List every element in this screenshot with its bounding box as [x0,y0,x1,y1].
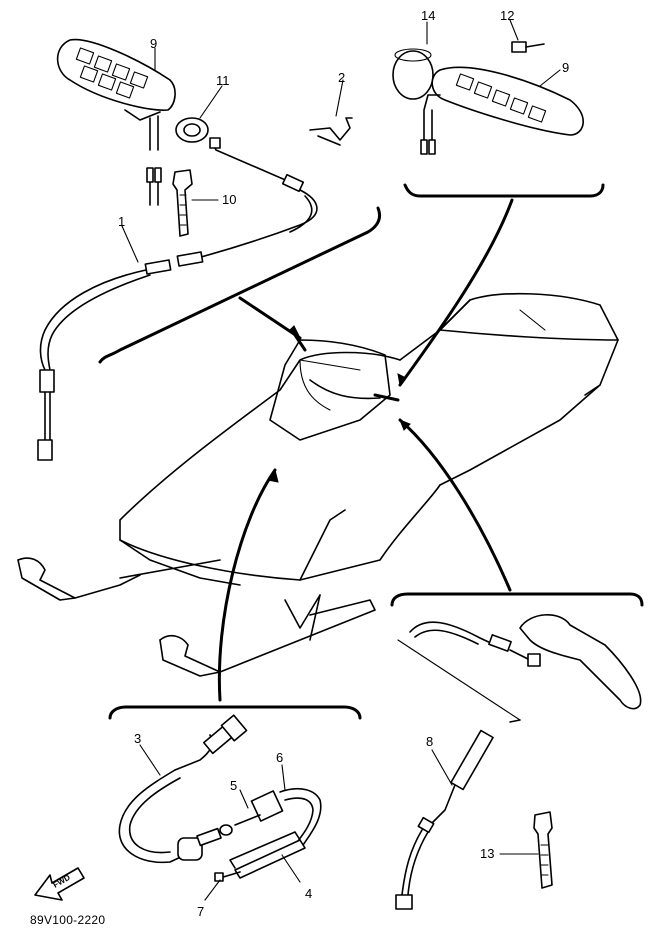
callout-5: 5 [230,778,237,793]
callout-14: 14 [421,8,435,23]
callout-labels: 9 11 2 10 1 14 12 9 3 5 6 4 7 8 13 [118,8,569,919]
callout-9-left: 9 [150,36,157,51]
throttle-cable-1 [37,137,318,461]
callout-4: 4 [305,886,312,901]
fwd-arrow-icon: FWD [34,867,85,901]
ring-11 [175,117,209,143]
cable-tie-10 [172,169,193,237]
callout-13: 13 [480,846,494,861]
brake-cable-8 [395,719,521,910]
callout-2: 2 [338,70,345,85]
callout-7: 7 [197,904,204,919]
callout-10: 10 [222,192,236,207]
grip-right [420,66,584,155]
callout-8: 8 [426,734,433,749]
switch-cable-3 [118,714,248,864]
cap-14 [392,48,434,100]
brake-cable-short [397,621,541,721]
switch-6 [234,788,322,851]
grip-left [56,38,176,206]
clip-2 [309,117,353,146]
panel-top-right [392,41,605,387]
brake-lever [519,614,642,710]
leader-lines [121,19,561,901]
callout-3: 3 [134,731,141,746]
panel-bottom-right [390,418,644,910]
diagram-part-number: 89V100-2220 [30,913,105,927]
callout-12: 12 [500,8,514,23]
snowmobile-body [17,292,619,677]
callout-9-right: 9 [562,60,569,75]
panel-bottom-left [108,468,362,882]
callout-11: 11 [216,73,230,88]
screw-12 [511,41,545,53]
callout-1: 1 [118,214,125,229]
callout-6: 6 [276,750,283,765]
panel-top-left [37,38,382,461]
cable-tie-13 [533,811,553,889]
lead-4-7 [214,831,306,882]
